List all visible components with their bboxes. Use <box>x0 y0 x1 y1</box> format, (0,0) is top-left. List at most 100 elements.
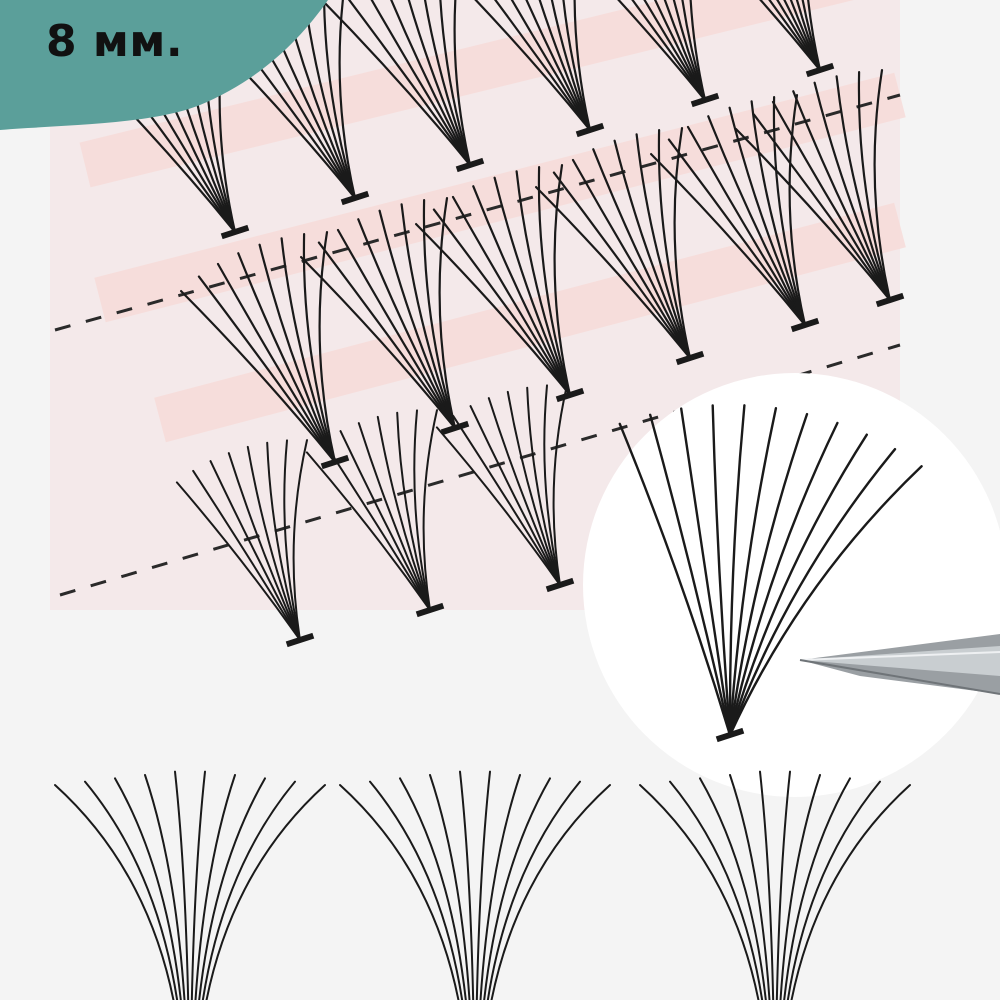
tray-lash-cluster <box>415 164 585 403</box>
lash-strand <box>801 0 822 72</box>
lash-strand <box>305 451 431 611</box>
bottom-lash-clusters <box>54 770 911 1000</box>
lash-strand <box>429 774 471 1000</box>
lash-strand <box>400 203 457 430</box>
lash-strand <box>415 223 572 397</box>
lash-strand <box>422 409 438 611</box>
lash-strand <box>201 780 296 1000</box>
lash-strand <box>613 139 692 360</box>
lash-strand <box>650 153 807 327</box>
lash-strand <box>752 113 892 302</box>
lash-strand <box>552 384 568 586</box>
lash-knot <box>340 190 370 206</box>
lash-strand <box>435 426 561 586</box>
lash-strand <box>399 777 467 1000</box>
lash-strand <box>190 770 206 1000</box>
lash-knot <box>220 224 250 240</box>
lash-strand <box>318 231 337 464</box>
lash-strand <box>390 0 472 167</box>
lash-cluster-icon <box>54 770 326 1000</box>
size-label: 8 мм. <box>46 16 184 67</box>
zoom-circle <box>583 373 1000 797</box>
lash-strand <box>475 770 491 1000</box>
zoomed-lash-cluster-strands <box>618 404 923 743</box>
lash-strand <box>789 0 822 72</box>
lash-knot <box>455 157 485 173</box>
lash-strand <box>788 94 807 327</box>
lash-strand <box>768 0 822 72</box>
lash-strand <box>453 0 472 167</box>
lash-knot <box>545 577 575 593</box>
lash-strand <box>771 100 892 302</box>
lash-strand <box>553 164 572 397</box>
lash-strand <box>786 780 881 1000</box>
lash-strand <box>493 176 572 397</box>
lash-strand <box>873 69 892 302</box>
lash-strand <box>525 0 592 132</box>
lash-strand <box>707 115 807 327</box>
lash-knot <box>320 454 350 470</box>
lash-strand <box>192 469 301 641</box>
lash-strand <box>209 460 301 641</box>
lash-knot <box>875 292 905 308</box>
lash-strand <box>672 0 707 102</box>
lash-strand <box>322 0 357 200</box>
lash-strand <box>339 430 431 611</box>
lash-strand <box>552 171 692 360</box>
lash-strand <box>772 96 807 327</box>
lash-strand <box>728 421 839 737</box>
lash-cluster-icon <box>639 770 911 1000</box>
lash-strand <box>407 0 472 167</box>
lash-strand <box>728 412 809 737</box>
lash-strand <box>643 0 707 102</box>
tray-lash-cluster <box>535 127 705 366</box>
tray-lash-cluster <box>759 0 835 78</box>
lash-strand <box>180 290 337 464</box>
lash-knot <box>575 122 605 138</box>
tray-lash-cluster <box>650 94 820 333</box>
lash-strand <box>320 0 472 167</box>
lash-strand <box>783 0 822 72</box>
lash-strand <box>728 407 778 737</box>
lash-strand <box>592 148 692 360</box>
lash-strand <box>729 774 771 1000</box>
lash-strand <box>667 138 807 327</box>
tray-lash-cluster <box>175 439 315 648</box>
lash-strand <box>237 252 337 464</box>
lash-strand <box>686 125 807 327</box>
lash-knot <box>805 62 835 78</box>
lash-strand <box>813 81 892 302</box>
lash-strand <box>631 0 707 102</box>
lash-knot <box>715 727 745 743</box>
lash-strand <box>543 384 561 586</box>
tray-lash-cluster <box>305 409 445 618</box>
lash-knot <box>555 387 585 403</box>
lash-strand <box>526 386 561 586</box>
tray-lash-cluster <box>300 197 470 436</box>
tray-lash-cluster <box>474 0 605 138</box>
lash-strand <box>459 770 475 1000</box>
lash-strand <box>807 0 822 72</box>
lash-strand <box>283 439 301 641</box>
lash-strand <box>535 186 692 360</box>
lash-strand <box>472 185 572 397</box>
lash-strand <box>657 129 692 360</box>
lash-strand <box>357 422 431 611</box>
lash-strand <box>432 208 572 397</box>
lash-strand <box>227 452 301 641</box>
lash-strand <box>479 774 521 1000</box>
lash-strand <box>302 233 337 464</box>
lash-strand <box>336 228 457 430</box>
lash-strand <box>728 106 807 327</box>
lash-strand <box>369 780 464 1000</box>
lash-strand <box>792 90 892 302</box>
lash-strand <box>506 390 561 586</box>
lash-strand <box>378 209 457 430</box>
lash-strand <box>711 404 732 737</box>
lash-strand <box>493 0 592 132</box>
lash-knot <box>440 420 470 436</box>
lash-strand <box>246 445 301 641</box>
lash-strand <box>835 75 892 302</box>
lash-strand <box>617 0 707 102</box>
lash-strand <box>216 262 337 464</box>
